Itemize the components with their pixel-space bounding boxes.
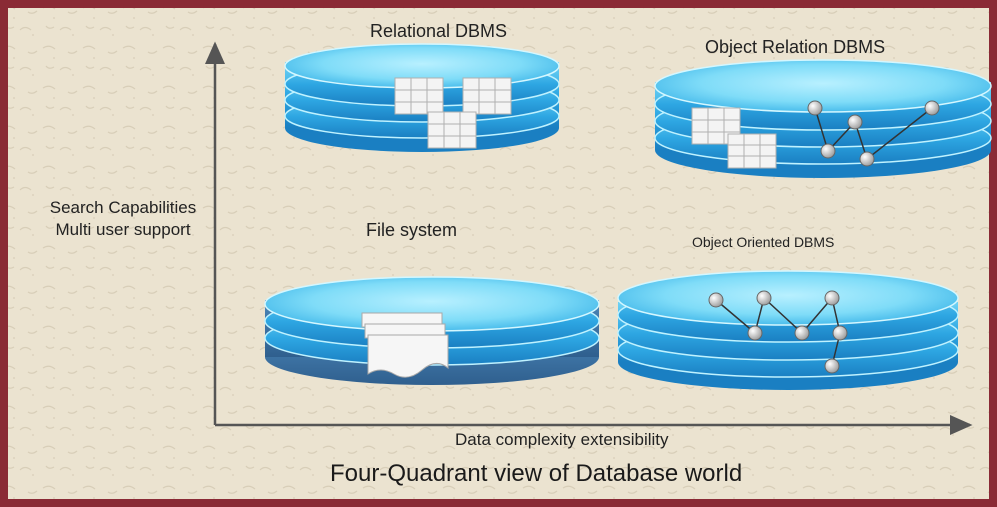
diagram-caption: Four-Quadrant view of Database world (330, 460, 743, 487)
file-stack-icon (361, 312, 449, 378)
table-grid-icon (394, 77, 512, 149)
object-relation-dbms-disk (654, 59, 992, 178)
file-system-disk (264, 276, 600, 385)
x-axis-label: Data complexity extensibility (455, 430, 669, 449)
object-graph-icon (807, 100, 940, 167)
object-oriented-dbms-disk (617, 270, 959, 390)
object-oriented-dbms-label: Object Oriented DBMS (692, 234, 835, 250)
relational-dbms-label: Relational DBMS (370, 21, 508, 41)
file-system-label: File system (366, 220, 458, 240)
object-graph-icon (708, 290, 848, 374)
relational-dbms-disk (284, 43, 560, 152)
y-axis-label-line2: Multi user support (55, 220, 191, 239)
y-axis-label: Search Capabilities Multi user support (28, 197, 218, 241)
object-relation-dbms-label: Object Relation DBMS (705, 37, 886, 57)
y-axis-label-line1: Search Capabilities (49, 198, 197, 217)
table-grid-icon (691, 107, 777, 169)
